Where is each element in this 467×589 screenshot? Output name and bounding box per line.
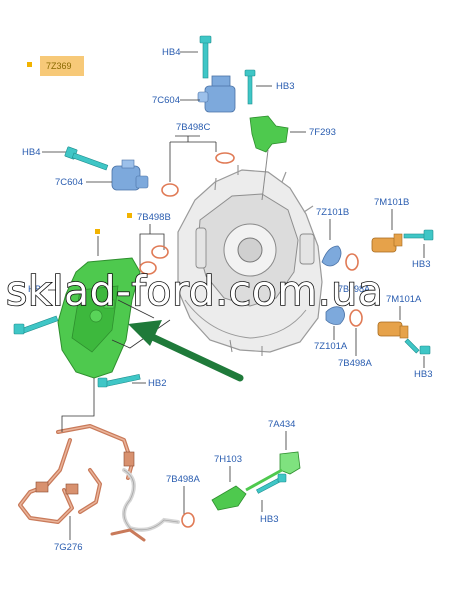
part-label-7z101b: 7Z101B — [316, 207, 349, 218]
part-callout-box-7z369 — [40, 56, 84, 76]
bolt-hb3-top — [244, 69, 256, 105]
sensor-7h103 — [211, 468, 283, 511]
bolt-hb3-right1 — [403, 229, 434, 241]
part-label-hb4-left: HB4 — [22, 147, 40, 158]
bolt-hb3-right2 — [404, 338, 431, 355]
transmission-housing — [177, 165, 323, 356]
wiring-harness-7g276 — [18, 424, 180, 542]
plug-7a434 — [279, 451, 301, 475]
part-label-7z101a: 7Z101A — [314, 341, 348, 352]
clip-7z101a — [325, 306, 345, 325]
control-module — [57, 257, 141, 379]
callout-marker-7z369 — [27, 62, 32, 67]
part-label-7z369: 7Z369 — [46, 61, 72, 71]
part-label-7m101a: 7M101A — [386, 294, 422, 305]
seal-ring-7b498c-upper — [215, 152, 235, 164]
part-label-hb3-right1: HB3 — [412, 259, 430, 270]
part-label-7f293: 7F293 — [309, 127, 336, 138]
part-label-7a434: 7A434 — [268, 419, 295, 430]
speed-sensor-7c604-left — [111, 159, 149, 191]
speed-sensor-7c604-top — [197, 75, 236, 113]
part-label-hb3-top: HB3 — [276, 81, 294, 92]
part-label-7h103: 7H103 — [214, 454, 242, 465]
seal-ring-7b498a-mid — [345, 253, 359, 271]
seal-ring-7b498b-a — [151, 245, 169, 259]
direction-arrow — [128, 320, 244, 382]
callout-marker-module — [95, 229, 100, 234]
seal-ring-7b498b-b — [139, 261, 157, 275]
bolt-hb3-bottom — [256, 473, 287, 494]
watermark-text: sklad-ford.com.ua — [6, 267, 383, 315]
part-label-hb4-top: HB4 — [162, 47, 180, 58]
part-label-7b498b: 7B498B — [137, 212, 171, 223]
part-label-7m101b: 7M101B — [374, 197, 409, 208]
part-label-7g276: 7G276 — [54, 542, 83, 553]
sensor-7m101a — [377, 321, 409, 339]
callout-marker-7b498b — [127, 213, 132, 218]
part-label-hb-left: HB — [28, 284, 41, 295]
seal-ring-7b498c-lower — [161, 183, 179, 197]
bracket-7f293 — [249, 115, 289, 201]
part-label-7b498a-mid: 7B498A — [338, 284, 370, 294]
bolt-hb4-top — [199, 35, 212, 79]
seal-ring-7b498a-right — [349, 309, 363, 327]
clip-7z101b — [321, 245, 342, 267]
bolt-hb4-left — [64, 146, 109, 171]
part-label-7b498a-right: 7B498A — [338, 358, 372, 369]
bolt-hb-left — [13, 315, 59, 335]
sensor-7m101b — [371, 233, 403, 253]
bolt-hb2 — [97, 373, 141, 388]
part-label-7c604-top: 7C604 — [152, 95, 180, 106]
part-label-7b498c: 7B498C — [176, 122, 210, 133]
part-label-7c604-left: 7C604 — [55, 177, 83, 188]
part-label-hb2: HB2 — [148, 378, 166, 389]
seal-ring-7b498a-bottom — [181, 512, 195, 528]
part-label-hb3-right2: HB3 — [414, 369, 432, 380]
part-label-7b498a-bottom: 7B498A — [166, 474, 200, 485]
part-label-hb3-bottom: HB3 — [260, 514, 278, 525]
